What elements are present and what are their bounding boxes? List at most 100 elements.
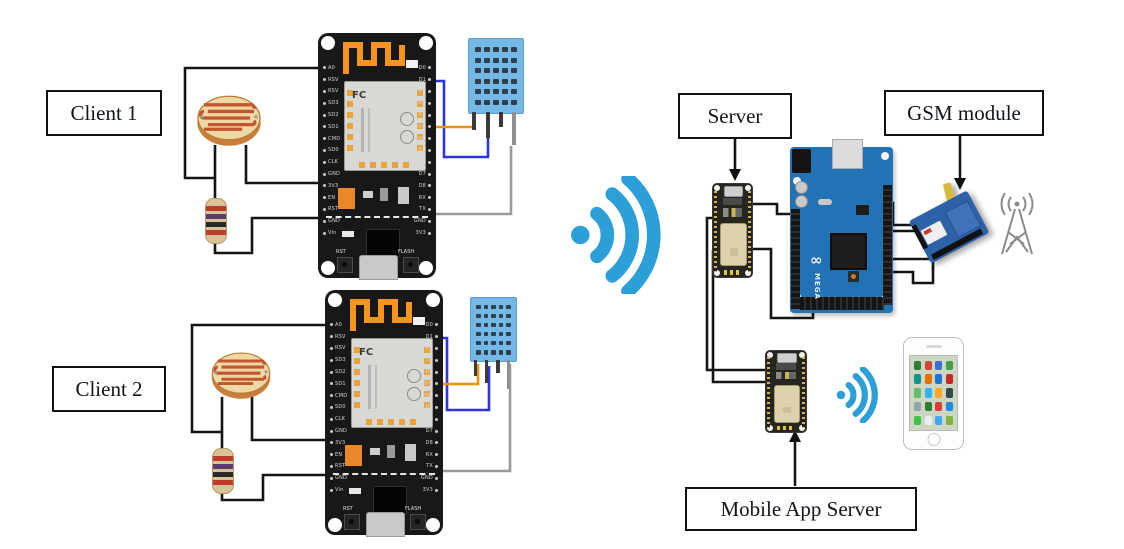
pin-d3: D3: [421, 354, 440, 366]
app-icon: [913, 415, 921, 426]
pin-d1: D1: [414, 74, 433, 86]
wire-client2-ldr-3v3: [250, 397, 325, 442]
nodemcu-mini-pcb: [765, 350, 807, 433]
pin-d5: D5: [421, 402, 440, 414]
cert-logo-icon: [400, 112, 414, 126]
pin-sd3: SD3: [321, 97, 340, 109]
wire-server-mobileboard-2: [711, 250, 765, 384]
app-icon: [945, 388, 954, 398]
gsm-label-arrowhead: [954, 178, 966, 190]
arduino-logo-icon: ∞: [810, 251, 823, 269]
usb-uart-chip: [373, 486, 407, 514]
app-icon: [924, 402, 932, 412]
pin-rx: RX: [414, 192, 433, 204]
pin-d1: D1: [421, 331, 440, 343]
dht11-pin: [472, 111, 477, 131]
app-icon: [935, 415, 943, 426]
pin-cmd: CMD: [328, 390, 347, 402]
esp12-module: [720, 223, 747, 266]
pin-sd1: SD1: [328, 378, 347, 390]
wire-server-arduino-top: [750, 202, 790, 216]
pin-header: [791, 209, 800, 309]
led: [406, 60, 418, 68]
usb-uart-chip: [366, 229, 400, 257]
app-icon: [935, 402, 943, 412]
micro-usb-port: [359, 255, 398, 280]
pin-d8: D8: [414, 180, 433, 192]
dht11-body: [470, 297, 517, 363]
pin-d2: D2: [414, 86, 433, 98]
wire-client1-ldr-3v3: [244, 145, 318, 185]
pin-3v3: 3V3: [414, 121, 433, 133]
ldr-graphic: [211, 352, 271, 399]
app-icon: [935, 388, 943, 398]
wire-client2-dht-data: [443, 336, 491, 412]
wifi-waves-graphic: [571, 176, 661, 294]
client2-label: Client 2: [52, 366, 166, 412]
app-icon: [913, 374, 921, 384]
regulator-chip: [338, 188, 355, 209]
dht11-pin: [485, 111, 490, 138]
pin-header: [766, 356, 771, 428]
app-icon: [945, 402, 954, 412]
wifi-icon: [833, 367, 891, 423]
pin-sd2: SD2: [321, 109, 340, 121]
pin-d0: D0: [421, 319, 440, 331]
wire-arduino-gsm-4: [888, 266, 935, 285]
pin-gnd: GND: [421, 472, 440, 484]
pin-rx: RX: [421, 449, 440, 461]
pcb-antenna-trace-icon: [777, 425, 795, 430]
flash-button: [403, 257, 419, 273]
flash-button-label: FLASH: [405, 506, 422, 512]
rst-button-label: RST: [343, 506, 353, 512]
capacitor: [795, 195, 808, 208]
pin-tx: TX: [421, 461, 440, 473]
pin-3v3: 3V3: [414, 227, 433, 239]
pin-d4: D4: [421, 366, 440, 378]
pin-vin: Vin: [328, 484, 347, 496]
wire-client1-resistor-gnd: [213, 216, 318, 255]
usb-uart-chip: [776, 363, 796, 370]
cell-tower-icon: [1000, 192, 1034, 255]
wire-arduino-gsm-3: [888, 257, 935, 270]
app-icon: [924, 374, 932, 384]
esp8266-shield: FC: [344, 81, 426, 171]
micro-usb-port: [723, 185, 744, 198]
rst-button: [344, 514, 360, 530]
app-icon: [924, 360, 932, 370]
barrel-jack: [792, 149, 811, 173]
app-icon: [935, 360, 943, 370]
pin-rsv: RSV: [328, 343, 347, 355]
dht11-pin: [506, 360, 510, 389]
pin-rsv: RSV: [321, 86, 340, 98]
app-icon: [924, 388, 932, 398]
pin-gnd: GND: [321, 215, 340, 227]
pin-gnd: GND: [328, 472, 347, 484]
pin-3v3: 3V3: [328, 437, 347, 449]
wire-server-mobileboard-1: [705, 216, 765, 372]
pin-3v3: 3V3: [421, 378, 440, 390]
wire-server-arduino-bottom: [752, 247, 815, 320]
phone-app-grid: [913, 359, 954, 426]
cert-logo-icon: [407, 387, 421, 401]
server-nodemcu-board: [712, 183, 753, 278]
client1-label: Client 1: [46, 90, 162, 136]
pin-header: [747, 190, 752, 273]
pin-header: [883, 185, 892, 305]
pin-d3: D3: [414, 97, 433, 109]
dht11-pin: [496, 360, 500, 374]
pin-sd1: SD1: [321, 121, 340, 133]
micro-usb-port: [777, 352, 797, 363]
server-label: Server: [678, 93, 792, 139]
client2-ldr-sensor: [210, 350, 272, 400]
dht11-pin: [473, 360, 478, 377]
esp8266-shield: FC: [351, 338, 433, 428]
pin-3v3: 3V3: [321, 180, 340, 192]
capacitor: [795, 181, 808, 194]
pin-gnd: GND: [328, 425, 347, 437]
